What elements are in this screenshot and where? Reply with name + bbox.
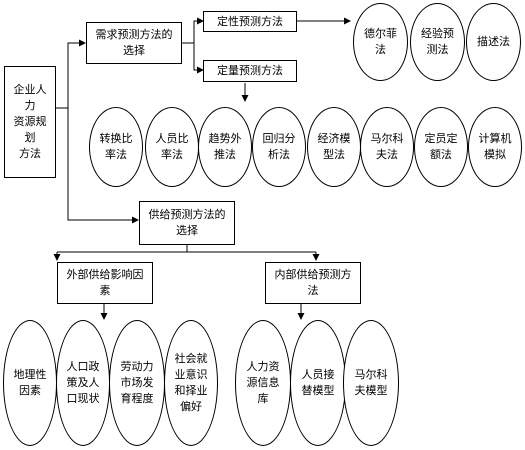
quantitative-node: 定量预测方法 bbox=[203, 60, 297, 82]
quantitative-method-6: 马尔科 夫法 bbox=[360, 107, 414, 187]
internal-node: 内部供给预测方 法 bbox=[265, 262, 361, 304]
internal-method-2: 人员接 替模型 bbox=[290, 320, 346, 446]
root-node: 企业人力 资源规划 方法 bbox=[4, 66, 56, 178]
quantitative-method-4: 回归分 析法 bbox=[252, 107, 306, 187]
qualitative-method-3: 描述法 bbox=[466, 3, 521, 81]
external-factor-1: 地理性 因素 bbox=[3, 320, 57, 446]
quantitative-method-1: 转换比 率法 bbox=[89, 107, 143, 187]
external-factor-3: 劳动力 市场发 育程度 bbox=[109, 320, 165, 446]
quantitative-method-3: 趋势外 推法 bbox=[198, 107, 252, 187]
supply-node: 供给预测方法的 选择 bbox=[139, 201, 235, 245]
quantitative-method-7: 定员定 额法 bbox=[414, 107, 468, 187]
internal-method-3: 马尔科 夫模型 bbox=[343, 320, 399, 446]
arrow-demand-to-quantitative bbox=[193, 43, 204, 74]
qualitative-node: 定性预测方法 bbox=[203, 11, 297, 32]
external-node: 外部供给影响因 素 bbox=[57, 262, 153, 304]
external-factor-4: 社会就 业意识 和择业 偏好 bbox=[164, 320, 218, 446]
external-factor-2: 人口政 策及人 口现状 bbox=[56, 320, 110, 446]
quantitative-method-5: 经济模 型法 bbox=[307, 107, 361, 187]
qualitative-method-2: 经验预 测法 bbox=[410, 3, 465, 81]
arrow-root-to-demand bbox=[55, 39, 86, 109]
quantitative-method-8: 计算机 模拟 bbox=[468, 107, 522, 187]
internal-method-1: 人力资 源信息 库 bbox=[235, 320, 291, 446]
qualitative-method-1: 德尔菲 法 bbox=[353, 3, 408, 81]
demand-node: 需求预测方法的 选择 bbox=[86, 22, 182, 64]
arrow-root-to-supply bbox=[67, 108, 139, 224]
quantitative-method-2: 人员比 率法 bbox=[145, 107, 199, 187]
arrow-demand-to-qualitative bbox=[182, 17, 204, 44]
